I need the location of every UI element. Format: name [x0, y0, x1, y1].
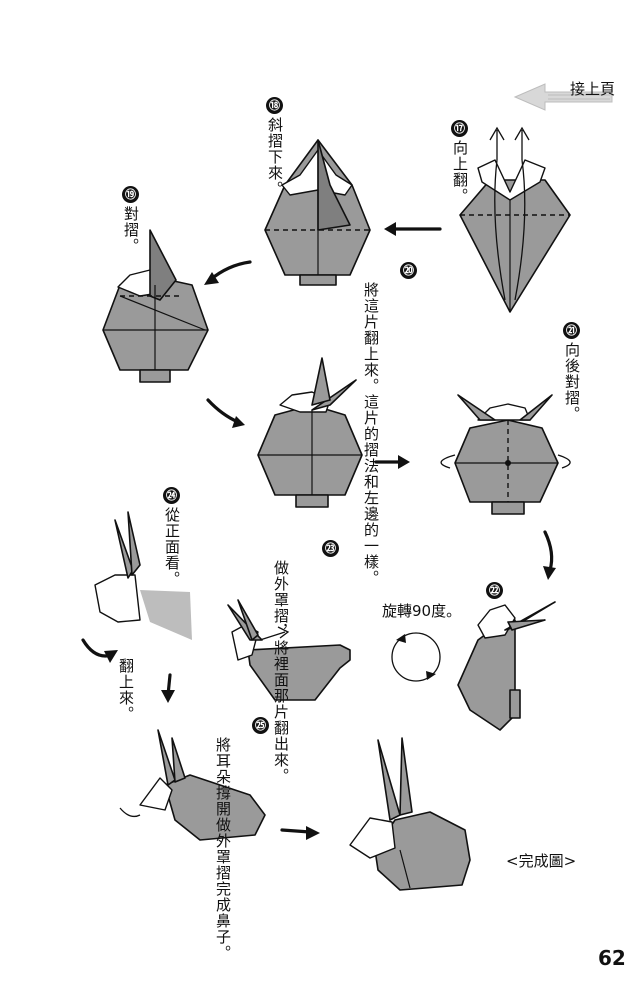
step-22-number: ㉒ [486, 582, 503, 599]
step-22-text: 旋轉90度。 [382, 602, 462, 620]
step-24-figure [94, 511, 192, 640]
step-18-text: 斜摺下來。 [266, 117, 284, 197]
step-23-number: ㉓ [322, 540, 339, 557]
step-17-text: 向上翻。 [451, 140, 469, 204]
step-24-number: ㉔ [163, 487, 180, 504]
arrow-18-to-19 [208, 260, 252, 282]
step-25-number: ㉕ [252, 717, 269, 734]
step-23-figure [227, 599, 351, 701]
continued-label: 接上頁 [570, 80, 616, 98]
flip-up-note: 翻上來。 [117, 658, 135, 722]
step-21-figure [440, 394, 571, 515]
step-18-number: ⑱ [266, 97, 283, 114]
step-19-text: 對摺。 [122, 206, 140, 254]
step-17-figure [459, 126, 571, 313]
step-21-number: ㉑ [563, 322, 580, 339]
arrow-21-to-22 [543, 530, 554, 572]
finished-rabbit-figure [349, 737, 471, 891]
step-17-number: ⑰ [451, 120, 468, 137]
step-19-figure [102, 229, 209, 383]
finished-label: <完成圖> [506, 852, 577, 870]
arrow-19-to-20 [206, 398, 240, 424]
continued-arrow [513, 83, 613, 111]
page-number: 62 [598, 946, 626, 970]
step-22-figure [391, 601, 556, 731]
step-25-text: 將耳朵撐開做外罩摺完成鼻子。 [214, 737, 232, 961]
step-20-number: ⑳ [400, 262, 417, 279]
arrow-25-to-final [280, 828, 312, 834]
step-21-text: 向後對摺。 [563, 342, 581, 422]
step-19-number: ⑲ [122, 186, 139, 203]
step-20-figure [257, 357, 363, 508]
step-25-figure [119, 729, 266, 841]
step-24-text: 從正面看。 [163, 507, 181, 587]
step-18-figure [264, 139, 371, 286]
step-20-text: 將這片翻上來。這片的摺法和左邊的一樣。 [362, 282, 380, 586]
step-23-text: 做外罩摺，將裡面那片翻出來。 [272, 560, 290, 784]
